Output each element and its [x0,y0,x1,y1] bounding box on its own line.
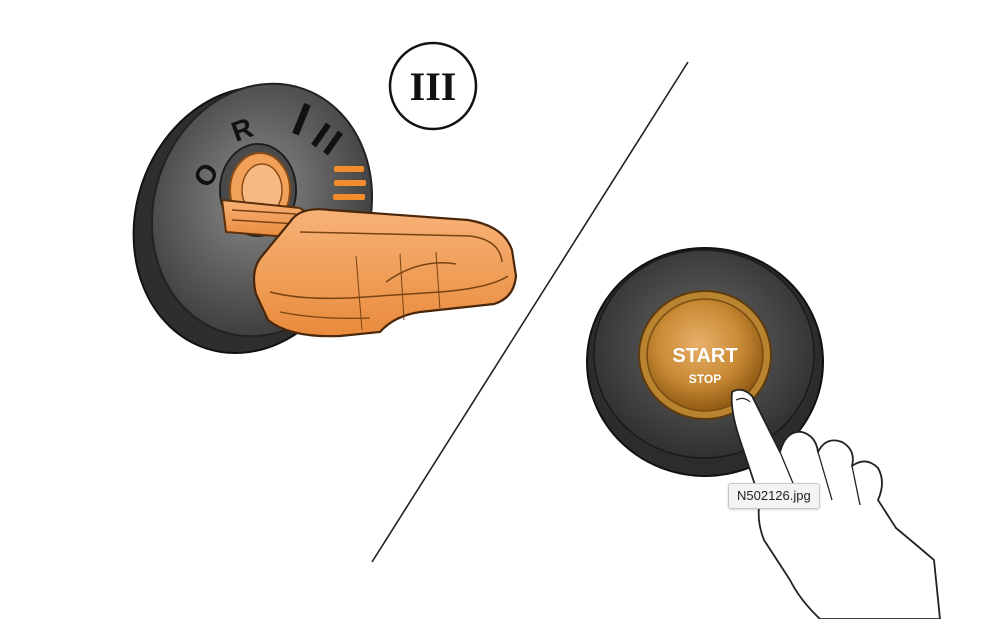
position-badge-label: III [410,64,457,109]
dial-mark-iii [333,166,366,200]
start-label: START [672,345,737,367]
position-badge: III [388,41,478,131]
start-stop-button[interactable]: START STOP [586,247,824,477]
stop-label: STOP [689,372,721,386]
filename-tooltip: N502126.jpg [728,483,820,509]
dial-mark-i [292,103,311,136]
dial-mark-ii [311,122,343,156]
divider-line [371,61,689,563]
key [220,198,518,338]
pressing-hand [730,388,941,619]
ignition-switch: O R [132,82,518,354]
